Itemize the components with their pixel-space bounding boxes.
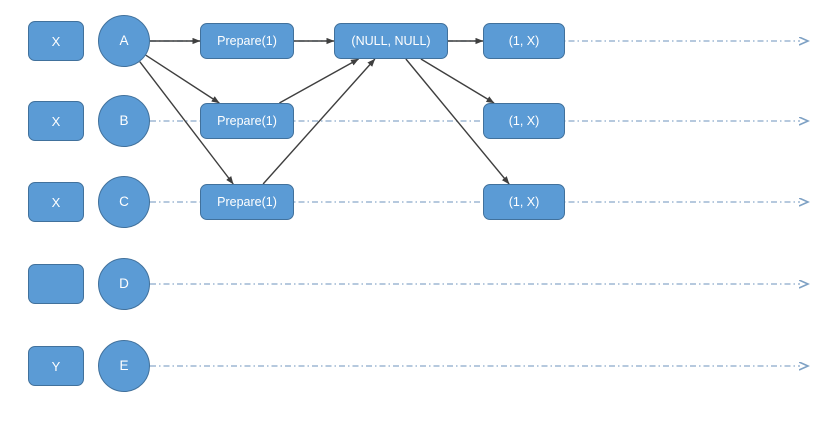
- actor-label: D: [119, 276, 129, 292]
- state-box-row-c: X: [28, 182, 84, 222]
- message-box-onex-c: (1, X): [483, 184, 565, 220]
- state-box-row-a: X: [28, 21, 84, 61]
- message-box-label: (1, X): [508, 33, 540, 48]
- arrow-prepare-b-to-null: [279, 58, 359, 104]
- message-box-prepare-b: Prepare(1): [200, 103, 294, 139]
- state-box-row-e: Y: [28, 346, 84, 386]
- actor-label: C: [119, 194, 129, 210]
- actor-circle-e: E: [98, 340, 150, 392]
- actor-label: A: [119, 33, 129, 49]
- state-box-label: X: [51, 33, 61, 49]
- message-box-null-a: (NULL, NULL): [334, 23, 448, 59]
- message-box-prepare-c: Prepare(1): [200, 184, 294, 220]
- message-box-label: Prepare(1): [217, 33, 277, 48]
- message-box-label: (1, X): [508, 194, 540, 209]
- arrow-a-to-prepare-b: [145, 54, 220, 104]
- message-box-prepare-a: Prepare(1): [200, 23, 294, 59]
- message-box-onex-b: (1, X): [483, 103, 565, 139]
- actor-circle-c: C: [98, 176, 150, 228]
- actor-circle-d: D: [98, 258, 150, 310]
- state-box-label: Y: [51, 358, 61, 374]
- actor-circle-b: B: [98, 95, 150, 147]
- message-arrow-group: [139, 37, 510, 185]
- message-box-label: Prepare(1): [217, 194, 277, 209]
- arrow-null-to-onex-b: [420, 58, 495, 104]
- state-box-label: X: [51, 194, 61, 210]
- state-box-row-b: X: [28, 101, 84, 141]
- message-box-onex-a: (1, X): [483, 23, 565, 59]
- state-box-row-d: [28, 264, 84, 304]
- message-box-label: (1, X): [508, 113, 540, 128]
- actor-circle-a: A: [98, 15, 150, 67]
- actor-label: E: [119, 358, 129, 374]
- actor-label: B: [119, 113, 129, 129]
- message-box-label: Prepare(1): [217, 113, 277, 128]
- message-box-label: (NULL, NULL): [351, 33, 431, 48]
- state-box-label: X: [51, 113, 61, 129]
